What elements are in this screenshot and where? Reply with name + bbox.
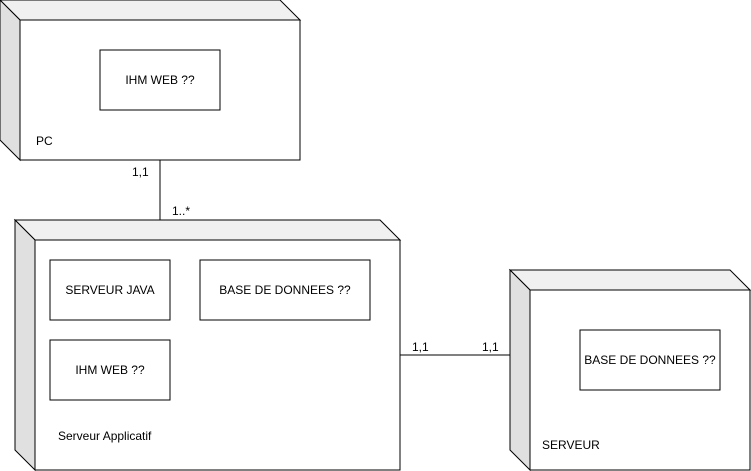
edge-pc-app-source-multiplicity: 1,1 <box>132 165 149 179</box>
component-server-base-de-donnees[interactable]: BASE DE DONNEES ?? <box>579 329 721 391</box>
node-app-server[interactable]: SERVEUR JAVA BASE DE DONNEES ?? IHM WEB … <box>13 218 402 471</box>
component-app-base-de-donnees-label: BASE DE DONNEES ?? <box>219 283 351 297</box>
edge-pc-app-target-multiplicity: 1..* <box>172 204 190 218</box>
component-serveur-java[interactable]: SERVEUR JAVA <box>49 259 171 321</box>
component-pc-ihm-web[interactable]: IHM WEB ?? <box>99 49 221 111</box>
node-server[interactable]: BASE DE DONNEES ?? SERVEUR <box>508 268 751 471</box>
component-app-ihm-web-label: IHM WEB ?? <box>75 363 145 377</box>
edge-app-server-target-multiplicity: 1,1 <box>482 340 499 354</box>
edge-app-server-server[interactable]: 1,1 1,1 <box>400 340 510 356</box>
edge-pc-app-server[interactable]: 1,1 1..* <box>132 160 190 220</box>
component-pc-ihm-web-label: IHM WEB ?? <box>125 73 195 87</box>
component-server-base-de-donnees-label: BASE DE DONNEES ?? <box>584 353 716 367</box>
node-server-top <box>508 269 751 291</box>
component-app-ihm-web[interactable]: IHM WEB ?? <box>49 339 171 401</box>
node-app-server-top <box>13 219 402 241</box>
node-pc-top <box>0 0 302 21</box>
component-app-base-de-donnees[interactable]: BASE DE DONNEES ?? <box>199 259 371 321</box>
node-server-side <box>509 268 531 471</box>
node-server-label: SERVEUR <box>542 438 600 452</box>
node-pc-side <box>0 0 21 162</box>
node-app-server-label: Serveur Applicatif <box>58 429 152 443</box>
component-serveur-java-label: SERVEUR JAVA <box>65 283 154 297</box>
node-pc[interactable]: IHM WEB ?? PC <box>0 0 302 162</box>
edge-app-server-source-multiplicity: 1,1 <box>412 340 429 354</box>
node-pc-label: PC <box>36 134 53 148</box>
node-app-server-side <box>14 218 36 471</box>
